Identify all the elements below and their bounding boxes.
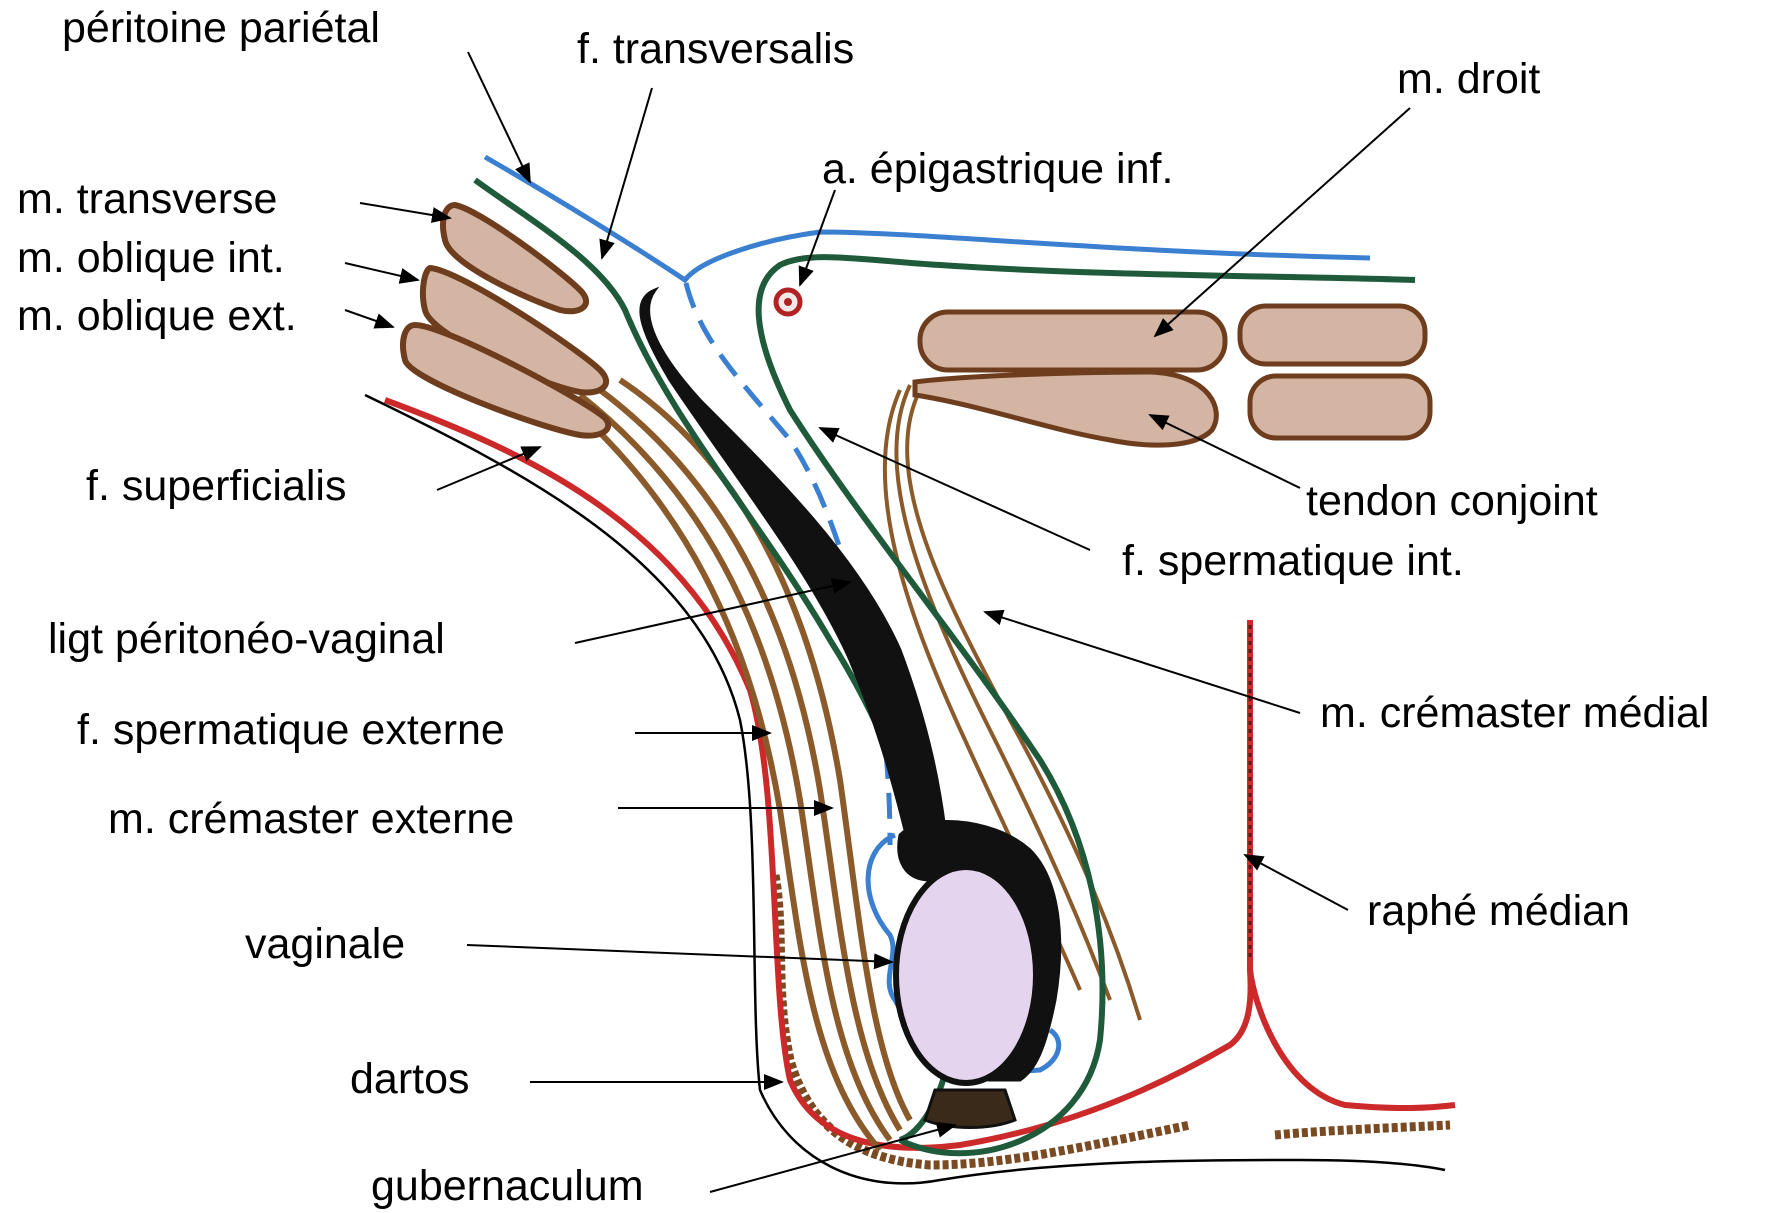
leader-epigastrique: [800, 190, 835, 285]
leader-m-droit: [1155, 108, 1410, 336]
label-m-cremaster-medial: m. crémaster médial: [1320, 689, 1709, 737]
rectus-upper-right: [1240, 306, 1425, 364]
label-vaginale: vaginale: [245, 920, 405, 968]
tendon-conjoint-shape: [915, 372, 1216, 445]
label-dartos: dartos: [350, 1055, 470, 1103]
leader-transversalis: [602, 88, 652, 258]
leader-raphe: [1245, 855, 1348, 910]
label-ligt-peritoneo-vaginal: ligt péritonéo-vaginal: [48, 615, 445, 663]
label-tendon-conjoint: tendon conjoint: [1306, 477, 1598, 525]
label-f-spermatique-externe: f. spermatique externe: [77, 706, 505, 754]
peritoneum-dashed: [686, 283, 890, 845]
label-m-cremaster-externe: m. crémaster externe: [108, 795, 514, 843]
epigastric-artery-lumen: [784, 298, 792, 306]
label-gubernaculum: gubernaculum: [371, 1162, 644, 1210]
leader-transverse: [360, 203, 450, 218]
label-m-transverse: m. transverse: [17, 175, 277, 223]
label-peritoine-parietal: péritoine pariétal: [62, 4, 380, 52]
label-m-oblique-ext: m. oblique ext.: [17, 292, 297, 340]
label-m-droit: m. droit: [1397, 55, 1540, 103]
leader-spermatique-int: [820, 428, 1090, 550]
rectus-lower-right: [1250, 376, 1430, 438]
label-raphe-median: raphé médian: [1367, 887, 1630, 935]
label-f-transversalis: f. transversalis: [577, 25, 854, 73]
testis: [896, 867, 1036, 1083]
label-m-oblique-int: m. oblique int.: [17, 234, 285, 282]
label-f-superficialis: f. superficialis: [86, 462, 346, 510]
rectus-upper-left: [920, 312, 1225, 370]
leader-superficialis: [437, 447, 540, 490]
label-f-spermatique-int: f. spermatique int.: [1122, 537, 1464, 585]
label-a-epigastrique: a. épigastrique inf.: [822, 145, 1173, 193]
leader-vaginale: [467, 945, 892, 962]
leader-oblique-ext: [345, 310, 393, 327]
leader-oblique-int: [345, 263, 418, 280]
dartos-right: [1275, 1125, 1450, 1135]
gubernaculum-shape: [925, 1090, 1015, 1128]
raphe-line: [1250, 970, 1455, 1108]
